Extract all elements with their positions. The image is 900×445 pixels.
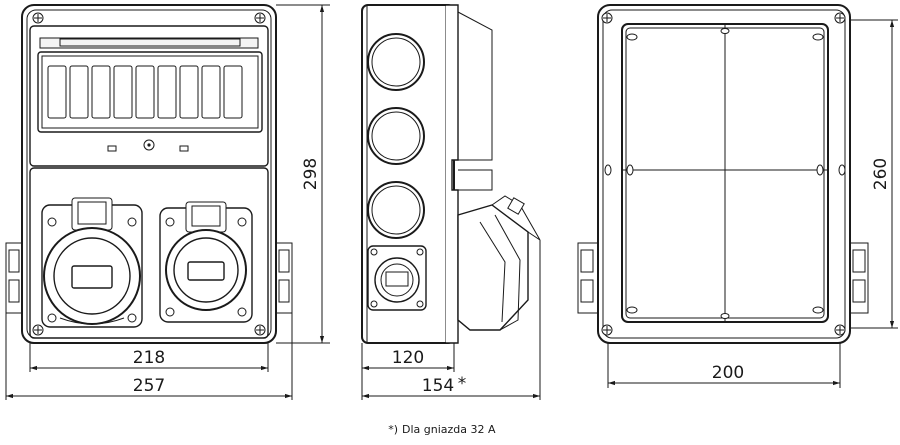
left-mount-clamp (5, 242, 23, 314)
dim-label-154: 154 (422, 376, 454, 396)
mounting-holes (604, 28, 846, 319)
dim-label-257: 257 (133, 376, 165, 396)
socket-16a (159, 201, 253, 323)
footnote-marker: *) (388, 423, 398, 436)
dim-label-200: 200 (712, 363, 744, 383)
dim-depth-120: 120 (361, 343, 455, 372)
footnote-text: Dla gniazda 32 A (402, 423, 496, 436)
side-socket (367, 245, 427, 311)
dim-height-260: 260 (850, 19, 898, 329)
dim-width-200: 200 (607, 343, 841, 388)
angled-socket-32a (457, 195, 541, 331)
socket-32a (41, 197, 143, 328)
side-view: 120 154 * (361, 4, 541, 400)
cable-knockouts (367, 33, 425, 239)
right-mount-clamp (275, 242, 293, 314)
dim-asterisk: * (458, 374, 467, 394)
back-right-clamp (847, 242, 869, 314)
dim-width-218: 218 (29, 343, 269, 372)
breaker-modules (47, 65, 243, 119)
dim-label-120: 120 (392, 348, 424, 368)
dim-label-218: 218 (133, 348, 165, 368)
back-left-clamp (577, 242, 599, 314)
back-view: 200 260 (577, 4, 898, 388)
footnote: *) Dla gniazda 32 A (388, 423, 496, 436)
corner-screws (32, 12, 266, 336)
dim-label-298: 298 (301, 158, 321, 190)
front-view: 218 257 298 (5, 4, 330, 400)
dim-depth-154: 154 * (361, 240, 541, 400)
dim-label-260: 260 (871, 158, 891, 190)
dim-height-298: 298 (276, 4, 330, 344)
dim-width-257: 257 (5, 313, 293, 400)
